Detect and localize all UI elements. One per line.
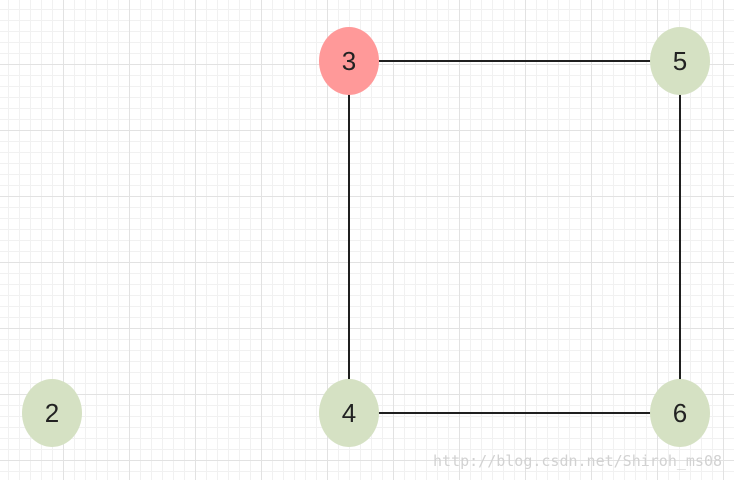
node-2-circle <box>22 379 82 447</box>
node-3: 3 <box>319 27 379 95</box>
node-5-label: 5 <box>673 46 687 76</box>
node-3-circle <box>319 27 379 95</box>
node-4-circle <box>319 379 379 447</box>
node-5-circle <box>650 27 710 95</box>
node-4: 4 <box>319 379 379 447</box>
node-6-circle <box>650 379 710 447</box>
node-4-label: 4 <box>342 398 356 428</box>
node-5: 5 <box>650 27 710 95</box>
edges-layer <box>348 60 681 414</box>
node-6: 6 <box>650 379 710 447</box>
watermark-text: http://blog.csdn.net/Shiroh_ms08 <box>433 452 722 470</box>
nodes-layer: 2 3 4 5 6 <box>22 27 710 447</box>
node-2: 2 <box>22 379 82 447</box>
node-2-label: 2 <box>45 398 59 428</box>
node-6-label: 6 <box>673 398 687 428</box>
node-3-label: 3 <box>342 46 356 76</box>
